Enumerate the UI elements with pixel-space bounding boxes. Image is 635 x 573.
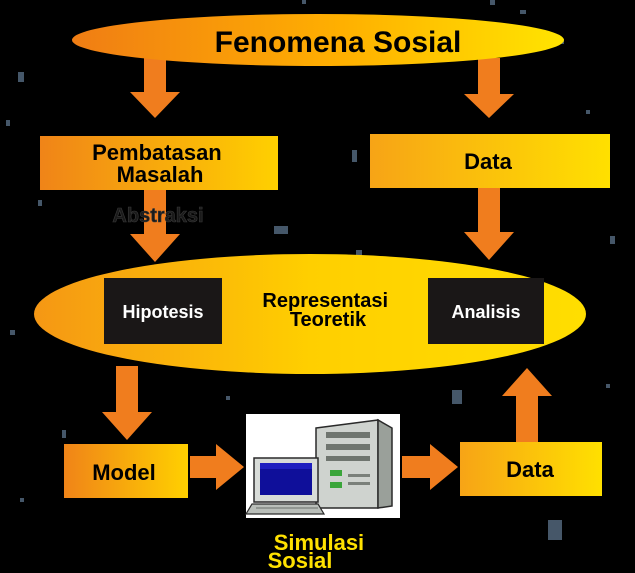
analisis-label: Analisis <box>451 302 520 322</box>
arrow-fenomena-to-data-top <box>464 58 514 118</box>
simulasi-line-2: Sosial <box>268 548 333 573</box>
model-label: Model <box>92 460 156 485</box>
representasi-label: Representasi Teoretik <box>262 290 393 331</box>
arrow-data-top-to-ellipse <box>464 188 514 260</box>
representasi-line-2: Teoretik <box>290 309 367 331</box>
arrow-computer-to-data-bottom <box>402 444 458 490</box>
arrow-model-to-computer <box>190 444 244 490</box>
arrow-pembatasan-to-ellipse <box>130 188 180 262</box>
data-bottom-box <box>460 442 602 496</box>
model-box <box>64 444 188 498</box>
pembatasan-line-2: Masalah <box>117 162 204 187</box>
pembatasan-line-1: Pembatasan <box>92 140 222 165</box>
arrow-fenomena-to-pembatasan <box>130 58 180 118</box>
hipotesis-label: Hipotesis <box>122 302 203 322</box>
fenomena-sosial-ellipse <box>72 14 564 66</box>
arrow-data-bottom-to-ellipse <box>502 368 552 446</box>
arrows <box>102 58 552 490</box>
arrow-ellipse-to-model <box>102 366 152 440</box>
pembatasan-masalah-label: Pembatasan Masalah <box>92 140 228 187</box>
computer-icon <box>244 414 400 518</box>
representasi-line-1: Representasi <box>262 290 388 312</box>
data-bottom-label: Data <box>506 457 554 482</box>
pembatasan-masalah-box <box>40 136 278 190</box>
hipotesis-box <box>104 278 222 344</box>
data-top-box <box>370 134 610 188</box>
simulasi-sosial-label: Simulasi Sosial <box>268 530 371 573</box>
analisis-box <box>428 278 544 344</box>
data-top-label: Data <box>464 149 512 174</box>
simulasi-line-1: Simulasi <box>274 530 364 555</box>
abstraksi-label: Abstraksi <box>112 205 203 227</box>
fenomena-sosial-label: Fenomena Sosial <box>215 26 462 59</box>
